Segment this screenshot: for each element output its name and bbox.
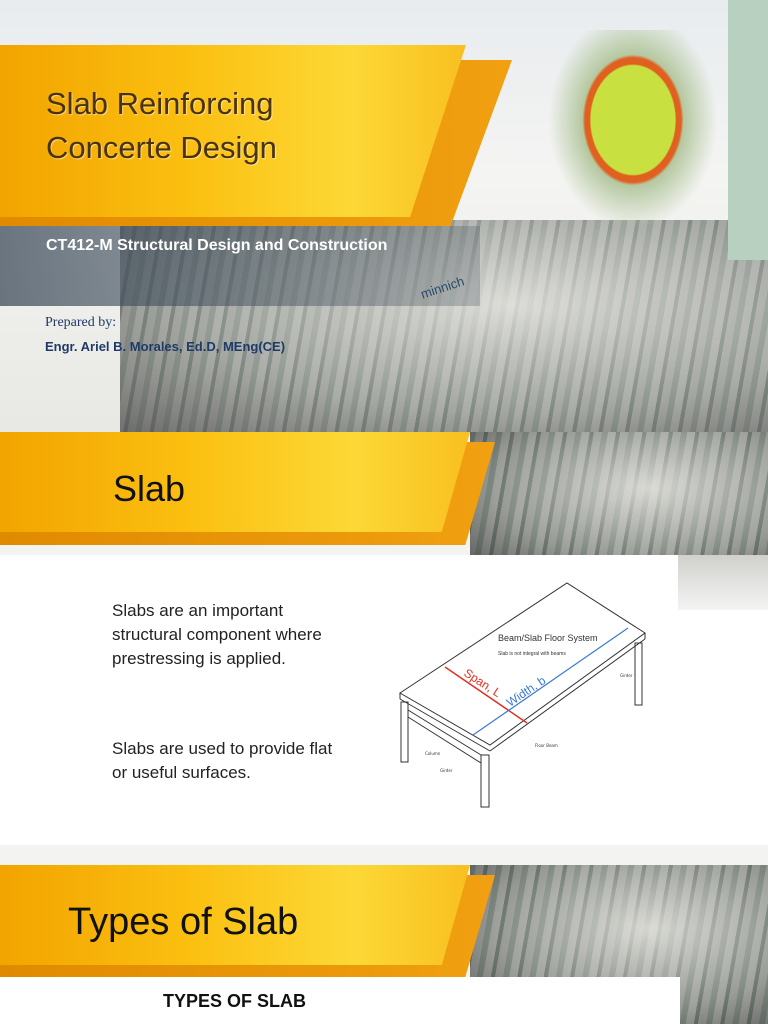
slide-2-title: Slab xyxy=(113,468,186,509)
slide-3: Slabs are an important structural compon… xyxy=(0,555,768,845)
title: Slab Reinforcing Concerte Design xyxy=(46,82,277,170)
girder-label-2: Girder xyxy=(440,768,453,773)
slide-2-banner xyxy=(0,432,470,532)
slide-4-title: Types of Slab xyxy=(68,901,299,943)
slide-4-content xyxy=(0,977,680,1024)
slide-2: Slab xyxy=(0,432,768,555)
girder-label: Girder xyxy=(620,673,633,678)
slide-4-banner xyxy=(0,865,470,965)
slab-diagram: Beam/Slab Floor System Slab is not integ… xyxy=(399,582,646,808)
subtitle: CT412-M Structural Design and Constructi… xyxy=(46,237,388,254)
types-heading: TYPES OF SLAB xyxy=(163,991,307,1011)
worker-photo xyxy=(548,30,718,230)
floor-beam-label: Floor Beam xyxy=(535,743,558,748)
title-line-2: Concerte Design xyxy=(46,130,277,165)
column-label: Column xyxy=(425,751,441,756)
slide-4: Types of Slab TYPES OF SLAB xyxy=(0,845,768,1024)
slide-3-photo-edge xyxy=(678,555,768,610)
subtitle-bar xyxy=(0,226,480,306)
title-banner xyxy=(0,45,466,217)
paragraph-1: Slabs are an important structural compon… xyxy=(112,601,322,668)
slide-1: Slab Reinforcing Concerte Design CT412-M… xyxy=(0,0,768,432)
author: Engr. Ariel B. Morales, Ed.D, MEng(CE) xyxy=(45,339,286,354)
slide-2-photo xyxy=(470,432,768,555)
span-arrow xyxy=(444,666,528,724)
machine-panel xyxy=(728,0,768,260)
diagram-note: Slab is not integral with beams xyxy=(498,651,566,657)
prepared-by-label: Prepared by: xyxy=(45,315,117,330)
paragraph-2: Slabs are used to provide flat or useful… xyxy=(112,739,333,782)
diagram-heading: Beam/Slab Floor System xyxy=(498,633,598,643)
title-line-1: Slab Reinforcing xyxy=(46,86,274,121)
width-arrow xyxy=(472,627,629,736)
